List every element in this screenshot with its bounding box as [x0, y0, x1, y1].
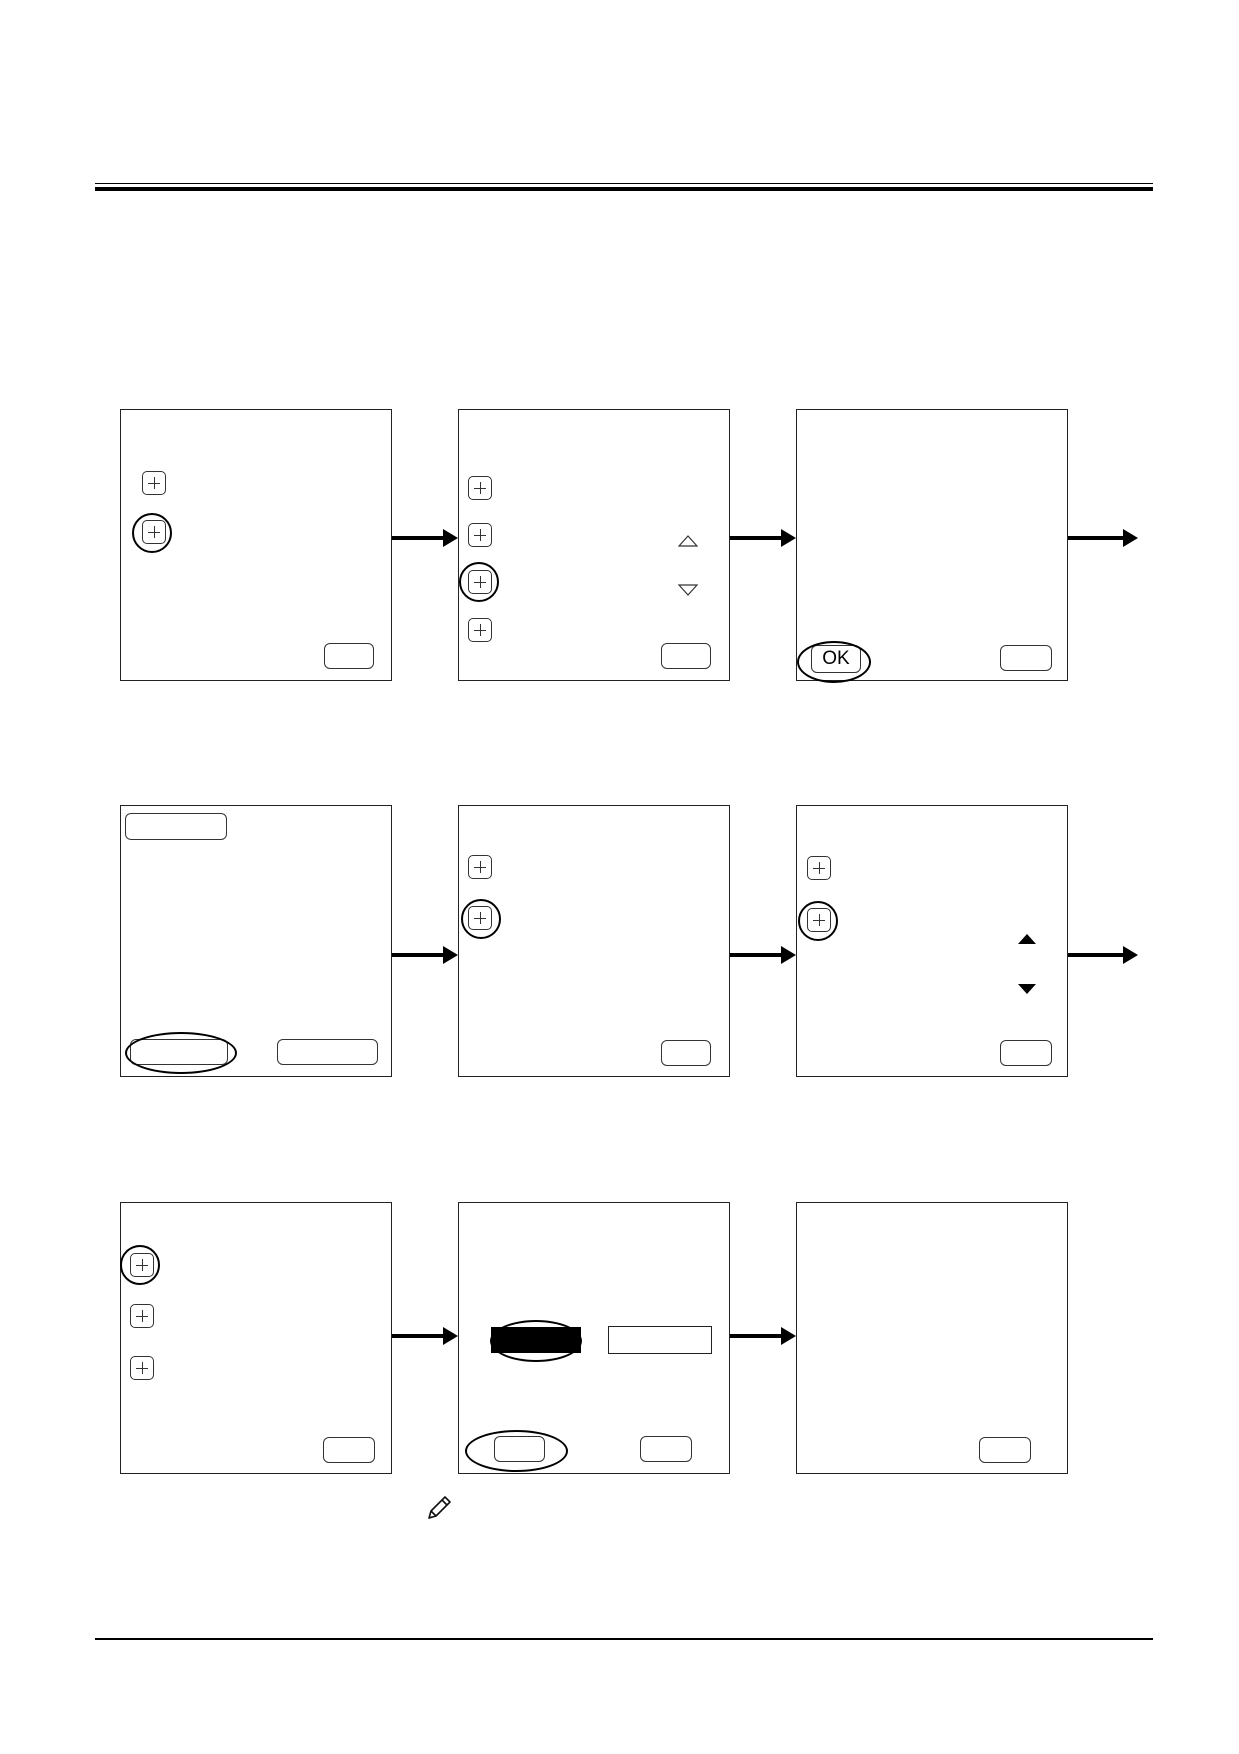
highlight-circle — [797, 641, 871, 683]
screen-button[interactable] — [1000, 645, 1052, 671]
option-box[interactable] — [608, 1326, 712, 1354]
highlight-circle — [132, 513, 172, 553]
highlight-circle — [120, 1245, 160, 1285]
screen-button[interactable] — [277, 1039, 378, 1065]
screen-button[interactable] — [324, 643, 374, 669]
highlight-circle — [125, 1032, 237, 1074]
screen-1-2 — [458, 409, 730, 681]
highlight-circle — [461, 899, 501, 939]
plus-icon[interactable] — [468, 476, 492, 500]
footer-rule — [95, 1638, 1153, 1640]
plus-icon[interactable] — [130, 1356, 154, 1380]
right-arrow-icon — [730, 1327, 796, 1345]
screen-3-1 — [120, 1202, 392, 1474]
screen-2-2 — [458, 805, 730, 1077]
up-triangle-icon[interactable] — [678, 535, 698, 547]
highlight-circle — [459, 562, 499, 602]
plus-icon[interactable] — [468, 523, 492, 547]
screen-button[interactable] — [979, 1437, 1031, 1463]
screen-button[interactable] — [640, 1436, 692, 1462]
highlight-circle — [798, 901, 838, 941]
right-arrow-icon — [392, 1327, 458, 1345]
screen-button[interactable] — [125, 813, 227, 840]
down-triangle-icon[interactable] — [1018, 984, 1036, 994]
pencil-note-icon — [428, 1496, 451, 1519]
screen-button[interactable] — [661, 1040, 711, 1066]
header-rule-thin — [95, 183, 1153, 184]
highlight-circle — [490, 1320, 582, 1362]
highlight-circle — [465, 1430, 568, 1472]
right-arrow-icon — [1068, 946, 1138, 964]
plus-icon[interactable] — [130, 1304, 154, 1328]
down-triangle-icon[interactable] — [678, 584, 698, 596]
plus-icon[interactable] — [142, 471, 166, 495]
screen-button[interactable] — [323, 1437, 375, 1463]
right-arrow-icon — [1068, 529, 1138, 547]
right-arrow-icon — [392, 946, 458, 964]
plus-icon[interactable] — [807, 856, 831, 880]
screen-2-1 — [120, 805, 392, 1077]
right-arrow-icon — [730, 529, 796, 547]
screen-3-3 — [796, 1202, 1068, 1474]
right-arrow-icon — [730, 946, 796, 964]
screen-button[interactable] — [661, 643, 711, 669]
right-arrow-icon — [392, 529, 458, 547]
screen-1-3 — [796, 409, 1068, 681]
screen-button[interactable] — [1000, 1040, 1052, 1066]
plus-icon[interactable] — [468, 855, 492, 879]
up-triangle-icon[interactable] — [1018, 934, 1036, 944]
plus-icon[interactable] — [468, 618, 492, 642]
header-rule-thick — [95, 187, 1153, 191]
